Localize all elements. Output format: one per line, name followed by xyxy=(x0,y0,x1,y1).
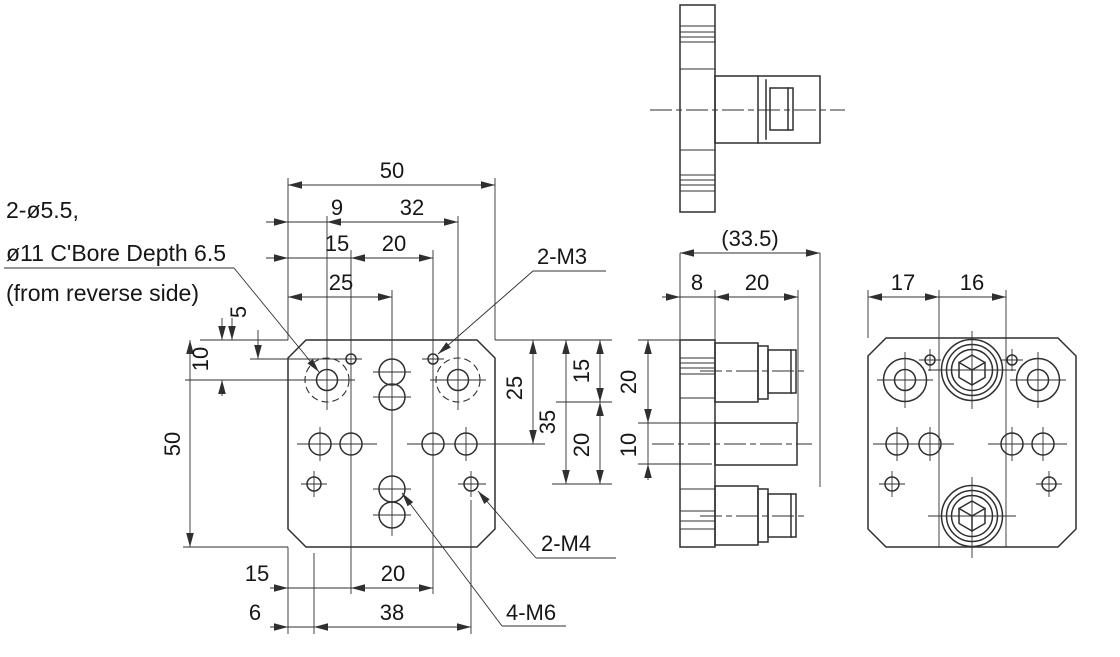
dim-front-left-5: 5 xyxy=(226,306,251,318)
dim-front-top-15: 15 xyxy=(325,231,349,256)
front-view: 50 9 32 15 20 25 50 xyxy=(4,158,616,634)
back-view: 17 16 xyxy=(867,270,1077,558)
dim-side-block-20: 20 xyxy=(745,270,769,295)
front-top-dimensions: 50 9 32 15 20 25 xyxy=(266,158,495,301)
dim-back-17: 17 xyxy=(891,270,915,295)
m4-callout-label: 2-M4 xyxy=(541,531,591,556)
dim-side-v20: 20 xyxy=(616,370,641,394)
dim-front-top-20: 20 xyxy=(382,231,406,256)
top-view-plate-edge xyxy=(679,4,716,213)
top-view-feature-lines xyxy=(680,25,715,192)
back-m3-holes xyxy=(919,349,1023,371)
m6-callout-label: 4-M6 xyxy=(506,600,556,625)
front-right-dimensions: 25 35 15 20 xyxy=(502,340,604,484)
dim-front-bottom-15: 15 xyxy=(245,561,269,586)
counterbore-callout-line2: ø11 C'Bore Depth 6.5 xyxy=(6,240,226,266)
dim-front-left-10: 10 xyxy=(188,347,213,371)
back-plate-outline xyxy=(867,337,1077,548)
m4-callout: 2-M4 xyxy=(477,490,616,559)
back-top-dimensions: 17 16 xyxy=(867,270,1006,338)
dim-front-right-20: 20 xyxy=(569,433,594,457)
side-view-bottom-knob xyxy=(714,485,797,546)
side-profile-view: (33.5) 8 20 20 10 xyxy=(616,226,821,548)
m3-callout: 2-M3 xyxy=(437,244,606,355)
dim-front-top-32: 32 xyxy=(400,195,424,220)
front-m4-holes xyxy=(301,471,479,497)
counterbore-callout: 2-ø5.5, ø11 C'Bore Depth 6.5 (from rever… xyxy=(4,197,320,373)
front-plate-outline xyxy=(287,339,496,548)
dim-front-top-9: 9 xyxy=(331,195,343,220)
m6-callout: 4-M6 xyxy=(401,492,566,627)
side-view-feature-lines xyxy=(680,357,715,530)
back-middle-hole-pairs xyxy=(873,427,1067,461)
dim-side-v10: 10 xyxy=(616,433,641,457)
back-top-hex-screw xyxy=(928,331,1016,409)
dim-front-top-50: 50 xyxy=(380,158,404,183)
counterbore-callout-line1: 2-ø5.5, xyxy=(6,197,79,223)
dim-front-bottom-38: 38 xyxy=(380,600,404,625)
dim-front-bottom-20: 20 xyxy=(381,561,405,586)
m3-callout-label: 2-M3 xyxy=(537,244,587,269)
dim-back-16: 16 xyxy=(960,270,984,295)
back-counterbore-holes xyxy=(877,352,1066,408)
front-left-dimensions: 50 5 10 xyxy=(160,306,262,547)
dim-front-bottom-6: 6 xyxy=(249,600,261,625)
counterbore-callout-line3: (from reverse side) xyxy=(6,280,199,306)
front-extension-lines xyxy=(183,178,612,634)
dim-front-right-15: 15 xyxy=(569,359,594,383)
top-profile-view xyxy=(650,4,845,213)
dim-side-total-depth: (33.5) xyxy=(721,226,778,251)
dim-front-top-25: 25 xyxy=(329,270,353,295)
dim-front-right-25: 25 xyxy=(502,376,527,400)
dim-side-plate-8: 8 xyxy=(691,270,703,295)
side-view-top-knob xyxy=(714,342,797,403)
back-m4-holes xyxy=(879,471,1062,497)
dim-front-left-50: 50 xyxy=(160,432,185,456)
side-view-dimensions: (33.5) 8 20 20 10 xyxy=(616,226,821,487)
dim-front-right-35: 35 xyxy=(535,410,560,434)
top-view-knob xyxy=(714,75,821,144)
front-bottom-dimensions: 15 20 6 38 xyxy=(245,561,471,631)
back-bottom-hex-screw xyxy=(928,477,1016,558)
